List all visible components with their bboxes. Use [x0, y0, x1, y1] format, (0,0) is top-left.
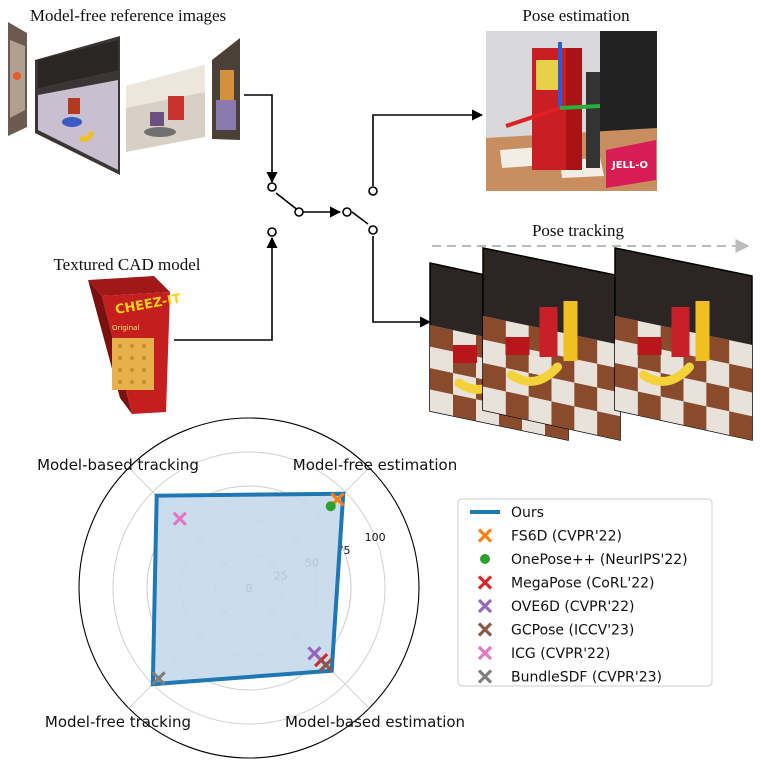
reference-images-title: Model-free reference images [30, 6, 226, 25]
cad-model-box: CHEEZ-IT Original [88, 276, 182, 414]
legend-label: Ours [511, 505, 544, 521]
reference-image-right [126, 65, 205, 152]
legend-label: OnePose++ (NeurIPS'22) [511, 552, 688, 568]
legend-item: FS6D (CVPR'22) [477, 528, 622, 545]
reference-image-center [35, 36, 120, 175]
legend-item: BundleSDF (CVPR'23) [477, 669, 662, 686]
legend-label: BundleSDF (CVPR'23) [511, 670, 662, 686]
legend-label: MegaPose (CoRL'22) [511, 576, 654, 592]
arrow-to-pose-tracking [372, 236, 432, 328]
pose-estimation-image: JELL-O [486, 31, 657, 191]
cad-model-title: Textured CAD model [53, 255, 200, 274]
jello-box-label: JELL-O [611, 160, 648, 171]
pose-axis-red [505, 106, 561, 128]
legend-item: ICG (CVPR'22) [477, 645, 610, 662]
arrow-ref-to-switch [244, 94, 278, 184]
pose-estimation-title: Pose estimation [522, 6, 630, 25]
radar-outer-ring [78, 417, 420, 759]
cad-box-sub-text: Original [112, 324, 139, 332]
legend-item: GCPose (ICCV'23) [477, 622, 634, 639]
legend-box [457, 498, 713, 687]
series-marker [325, 501, 336, 512]
switch-wiring [174, 94, 484, 341]
radar-axis-label: Model-free tracking [45, 713, 191, 731]
radar-grid-ring [146, 485, 352, 691]
switch-terminal [368, 225, 378, 235]
pose-tracking-title: Pose tracking [532, 221, 625, 240]
radar-axis-label: Model-based tracking [37, 456, 199, 474]
legend-item: Ours [470, 505, 544, 521]
radar-axis-label: Model-based estimation [285, 713, 465, 731]
arrow-to-pose-estimation [372, 109, 484, 186]
series-marker [318, 657, 334, 673]
tracking-frame [482, 247, 621, 441]
reference-image-left [8, 22, 27, 136]
arrow-cad-to-switch [174, 236, 278, 341]
legend-label: GCPose (ICCV'23) [511, 623, 634, 639]
switch-terminals [267, 182, 378, 237]
tracking-frames [429, 247, 753, 441]
legend-item: OVE6D (CVPR'22) [477, 598, 634, 615]
series-marker [151, 671, 166, 686]
tracking-frame [614, 247, 753, 441]
switch-terminal [342, 207, 352, 217]
switch-terminal [368, 186, 378, 196]
legend-item: MegaPose (CoRL'22) [477, 575, 654, 592]
switch-terminal [294, 207, 304, 217]
pose-axis-green [559, 104, 601, 110]
legend-label: FS6D (CVPR'22) [511, 529, 622, 545]
legend-label: OVE6D (CVPR'22) [511, 599, 634, 615]
radar-grid-ring [112, 451, 386, 725]
reference-image-far-right [212, 38, 240, 140]
radar-axis-label: Model-free estimation [293, 456, 457, 474]
legend-item: OnePose++ (NeurIPS'22) [480, 552, 688, 568]
radar-tick-label: 100 [365, 531, 386, 544]
series-marker [307, 646, 322, 661]
switch-terminal [267, 227, 277, 237]
radar-chart: 0255075100Model-free estimationModel-bas… [37, 417, 465, 759]
series-marker [172, 511, 187, 526]
switch-terminal [267, 182, 277, 192]
legend-label: ICG (CVPR'22) [511, 646, 610, 662]
